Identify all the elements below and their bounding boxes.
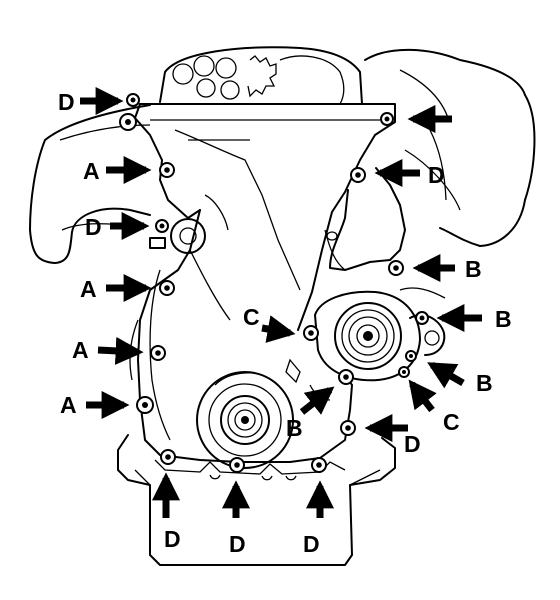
idler-pulley (170, 218, 206, 254)
arrows (80, 87, 482, 518)
bolt-a4 (136, 396, 154, 414)
label-b2: B (495, 306, 512, 332)
bolt-a2 (159, 280, 175, 296)
engine-outline (29, 46, 536, 566)
bolt-d-bottom-2 (229, 457, 245, 473)
upper-timing-cover (139, 103, 396, 331)
label-a3: A (72, 337, 89, 363)
exhaust-manifold (364, 48, 536, 247)
bolt-b3 (405, 350, 417, 362)
arrow-c1 (261, 315, 296, 343)
bolt-b4 (338, 369, 354, 385)
bolt-d-top-left (119, 93, 140, 131)
water-pump (314, 287, 446, 382)
bolt-b1 (388, 260, 404, 276)
bolt-a3 (150, 345, 166, 361)
label-d-right-lower: D (404, 431, 421, 457)
label-a4: A (60, 392, 77, 418)
bolt-d-right-lower (340, 420, 356, 436)
label-b1: B (465, 256, 482, 282)
crankshaft-pulley (196, 371, 294, 469)
bolt-d-top-right (380, 112, 394, 126)
label-d-bottom-3: D (303, 531, 320, 557)
bolt-b2 (415, 311, 429, 325)
bolt-d-bottom-1 (160, 449, 176, 465)
bolt-a1 (159, 162, 175, 178)
arrow-b4 (299, 386, 335, 415)
label-d-bottom-1: D (164, 526, 181, 552)
label-d-bottom-2: D (229, 531, 246, 557)
cam-sprocket-hole (172, 63, 194, 85)
camshaft-housing (159, 46, 363, 105)
bolt-d-left-bracket (149, 237, 166, 249)
arrow-a3 (97, 336, 144, 365)
arrow-b3 (427, 361, 465, 389)
label-d-upper-right: D (428, 162, 445, 188)
intake-manifold (29, 104, 151, 264)
label-b3: B (476, 370, 493, 396)
bolts (119, 93, 429, 473)
label-c1: C (243, 304, 260, 330)
lower-timing-cover (137, 209, 353, 463)
label-a1: A (83, 158, 100, 184)
bolt-d-bottom-3 (311, 457, 327, 473)
label-d-top-left: D (58, 89, 75, 115)
label-a2: A (80, 276, 97, 302)
label-b4: B (286, 415, 303, 441)
label-d-left: D (85, 214, 102, 240)
bolt-c2 (398, 366, 410, 378)
arrow-c2 (408, 379, 437, 413)
bolt-d-upper-right (350, 167, 366, 183)
accessory-bracket (329, 167, 406, 271)
bolt-d-left (149, 219, 169, 249)
label-c2: C (443, 409, 460, 435)
bolt-c1 (303, 325, 319, 341)
callout-labels: D A D D B A C B A B A C B D D D D (58, 89, 512, 557)
